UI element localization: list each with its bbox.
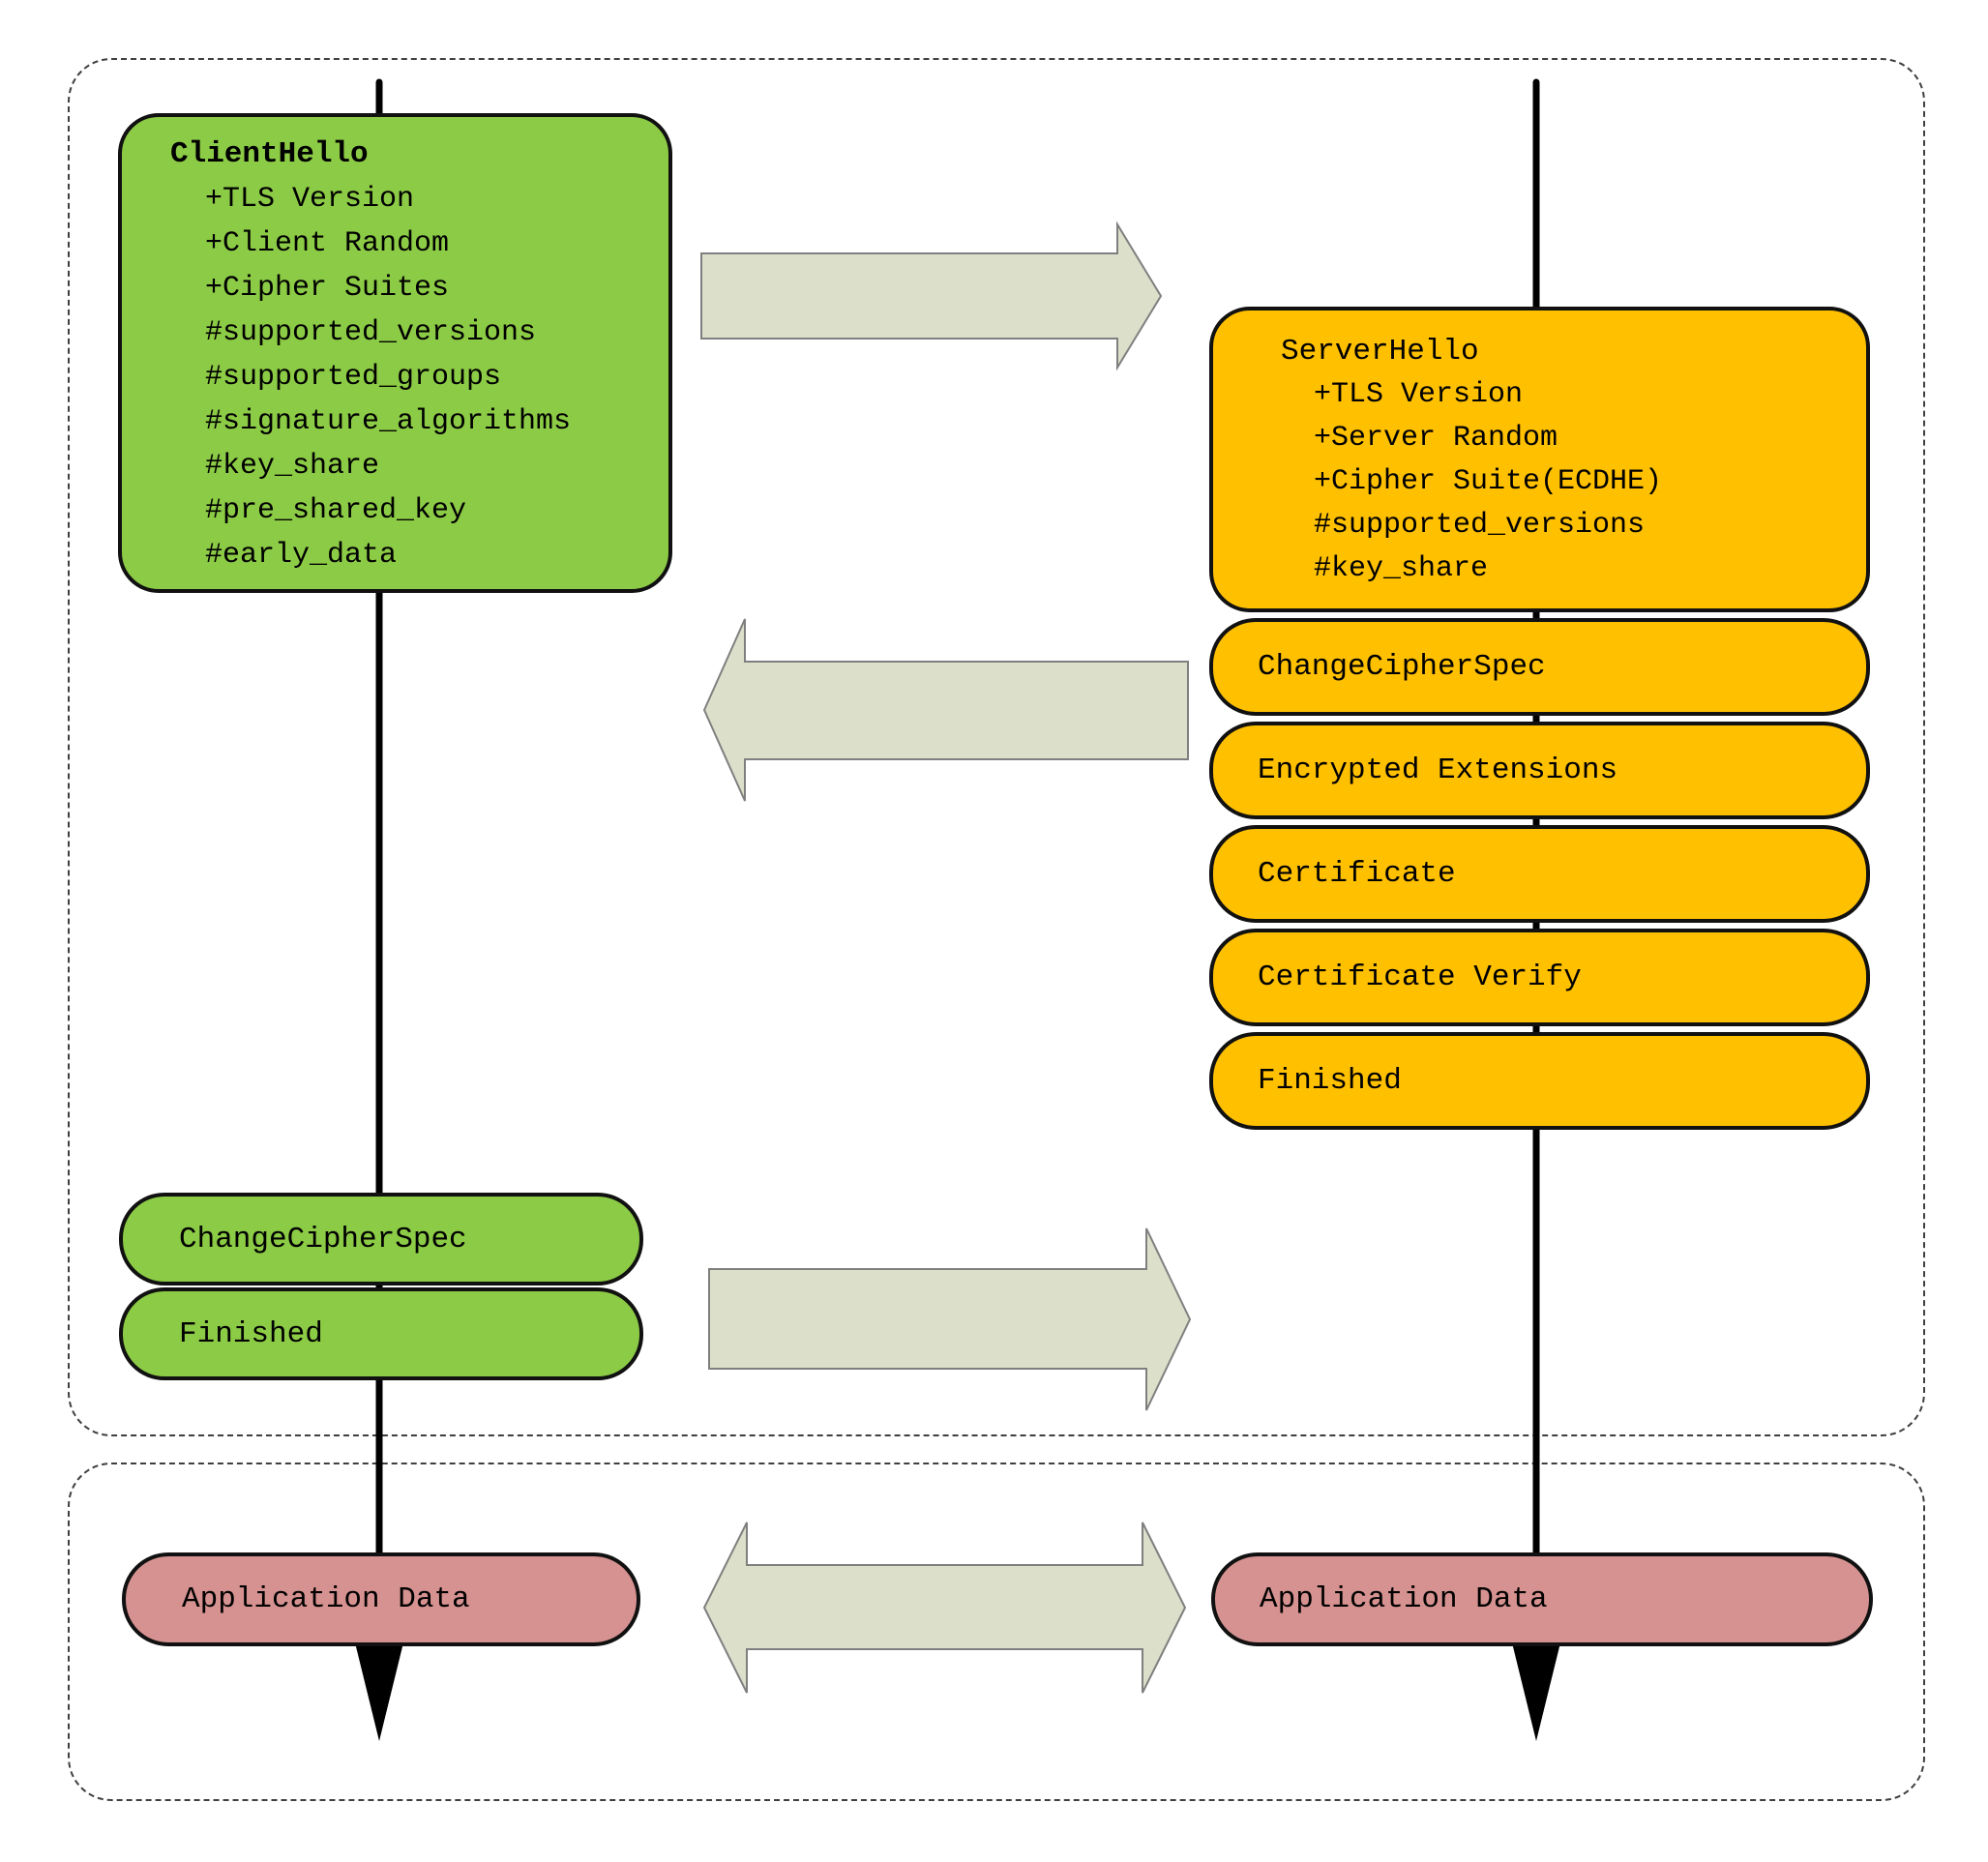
client-changecipherspec-pill: ChangeCipherSpec — [119, 1193, 643, 1286]
client-hello-item: +Client Random — [205, 227, 450, 260]
server-encrypted-extensions-pill: Encrypted Extensions — [1209, 722, 1870, 819]
client-finished-pill: Finished — [119, 1287, 643, 1380]
handshake-phase-region — [68, 58, 1925, 1436]
pill-label: Finished — [1258, 1064, 1402, 1098]
pill-label: Application Data — [1260, 1582, 1548, 1616]
arrow-client-to-server-hello-icon — [700, 221, 1163, 371]
client-hello-item: #pre_shared_key — [205, 494, 467, 527]
client-hello-box: ClientHello +TLS Version +Client Random … — [118, 113, 672, 593]
client-hello-item: +TLS Version — [205, 183, 415, 216]
client-timeline-arrowhead-icon — [350, 1623, 408, 1741]
server-hello-item: +Cipher Suite(ECDHE) — [1314, 465, 1663, 498]
client-application-data-pill: Application Data — [122, 1552, 640, 1646]
pill-label: Certificate Verify — [1258, 961, 1582, 994]
pill-label: Encrypted Extensions — [1258, 754, 1618, 787]
server-certificate-pill: Certificate — [1209, 825, 1870, 923]
server-hello-item: #key_share — [1314, 552, 1489, 585]
arrow-client-finished-icon — [708, 1227, 1192, 1411]
client-hello-item: #early_data — [205, 539, 398, 572]
client-hello-item: #supported_versions — [205, 316, 537, 349]
server-hello-item: #supported_versions — [1314, 509, 1646, 542]
pill-label: ChangeCipherSpec — [1258, 650, 1546, 684]
server-application-data-pill: Application Data — [1211, 1552, 1873, 1646]
client-hello-item: +Cipher Suites — [205, 272, 450, 305]
server-hello-item: +TLS Version — [1314, 378, 1524, 411]
client-hello-item: #supported_groups — [205, 361, 502, 394]
server-changecipherspec-pill: ChangeCipherSpec — [1209, 618, 1870, 716]
server-certificate-verify-pill: Certificate Verify — [1209, 929, 1870, 1026]
server-hello-item: +Server Random — [1314, 422, 1558, 455]
client-hello-title: ClientHello — [170, 137, 369, 171]
pill-label: ChangeCipherSpec — [179, 1222, 467, 1256]
server-timeline-arrowhead-icon — [1507, 1623, 1565, 1741]
client-hello-item: #signature_algorithms — [205, 405, 572, 438]
client-hello-item: #key_share — [205, 450, 380, 483]
server-hello-box: ServerHello +TLS Version +Server Random … — [1209, 307, 1870, 612]
pill-label: Finished — [179, 1316, 323, 1351]
application-data-phase-region — [68, 1463, 1925, 1801]
arrow-server-to-client-icon — [702, 618, 1189, 802]
server-hello-title: ServerHello — [1281, 335, 1479, 369]
server-finished-pill: Finished — [1209, 1032, 1870, 1130]
pill-label: Application Data — [182, 1582, 470, 1616]
arrow-application-data-bidirectional-icon — [702, 1522, 1187, 1694]
pill-label: Certificate — [1258, 857, 1456, 891]
